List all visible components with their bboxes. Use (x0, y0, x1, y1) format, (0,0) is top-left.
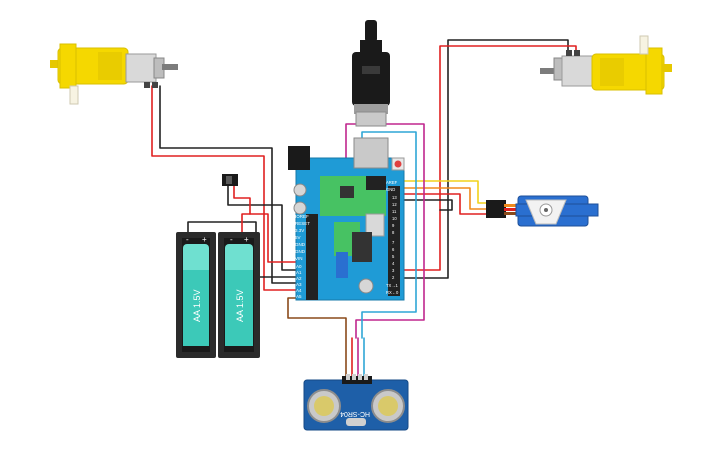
pin-label-aref: AREF (386, 180, 398, 185)
pin-label-reset: RESET (295, 221, 310, 226)
ultrasonic-sensor: HC-SR04 (303, 374, 409, 431)
arduino-board: IOREF RESET 3.3V 5V GND GND VIN A0 A1 A2… (288, 137, 405, 301)
pin-label-gnd-1: GND (295, 242, 306, 247)
pin-label-vin: VIN (295, 256, 303, 261)
slide-switch (222, 174, 238, 186)
pin-label-a1: A1 (296, 270, 302, 275)
wires (151, 39, 577, 381)
right-gear-motor (540, 35, 672, 95)
pin-label-gnd-2: GND (295, 249, 306, 254)
pin-label-d11: 11 (392, 209, 397, 214)
pin-label-d4: 4 (392, 261, 395, 266)
micro-servo (486, 195, 599, 227)
battery-2-plus: + (244, 235, 249, 244)
digital-pin-labels: AREF GND 13 12 11 10 9 8 7 6 5 4 3 2 TX→… (386, 180, 399, 295)
battery-2-label: AA 1.5V (235, 289, 245, 322)
pin-label-a3: A3 (296, 282, 302, 287)
pin-label-d13: 13 (392, 195, 397, 200)
battery-1-minus: - (186, 235, 189, 244)
wire-battery-black (187, 221, 297, 278)
wire-right-motor-black (399, 39, 569, 279)
sensor-label: HC-SR04 (340, 410, 370, 417)
power-pin-labels: IOREF RESET 3.3V 5V GND GND VIN (295, 214, 310, 261)
pin-label-rx: RX←0 (386, 290, 399, 295)
pin-label-d2: 2 (392, 275, 395, 280)
wire-magenta (345, 123, 425, 339)
pin-label-gnd-top: GND (386, 187, 395, 192)
wire-servo-black (393, 199, 453, 211)
battery-1: - + AA 1.5V (176, 232, 216, 358)
pin-label-5v: 5V (295, 235, 301, 240)
pin-label-d7: 7 (392, 240, 395, 245)
pin-label-d5: 5 (392, 254, 395, 259)
pin-label-a4: A4 (296, 288, 302, 293)
pin-label-tx: TX→1 (386, 283, 399, 288)
pin-label-ioref: IOREF (295, 214, 309, 219)
wire-left-motor-black (159, 85, 297, 284)
left-gear-motor (50, 43, 178, 105)
pin-label-d10: 10 (392, 216, 397, 221)
battery-1-plus: + (202, 235, 207, 244)
pin-label-3v3: 3.3V (295, 228, 304, 233)
wire-cyan (361, 131, 417, 339)
wire-switch-black (227, 185, 297, 271)
battery-1-label: AA 1.5V (192, 289, 202, 322)
battery-2: - + AA 1.5V (218, 232, 260, 358)
pin-label-d3: 3 (392, 268, 395, 273)
pin-label-d6: 6 (392, 247, 395, 252)
battery-2-minus: - (230, 235, 233, 244)
analog-pin-labels: A0 A1 A2 A3 A4 A5 (296, 264, 302, 299)
pin-label-a0: A0 (296, 264, 302, 269)
pin-label-a2: A2 (296, 276, 302, 281)
pin-label-a5: A5 (296, 294, 302, 299)
wire-servo-red (393, 193, 495, 215)
wire-switch-red (233, 185, 251, 215)
pin-label-d12: 12 (392, 202, 397, 207)
usb-cable (352, 20, 390, 127)
wire-sensor-brown (287, 297, 347, 381)
wire-right-motor-red (399, 45, 577, 271)
wire-servo-orange (393, 187, 495, 210)
pin-label-d9: 9 (392, 223, 395, 228)
pin-label-d8: 8 (392, 230, 395, 235)
wire-battery-red (241, 213, 297, 263)
wire-left-motor-red (151, 85, 297, 291)
